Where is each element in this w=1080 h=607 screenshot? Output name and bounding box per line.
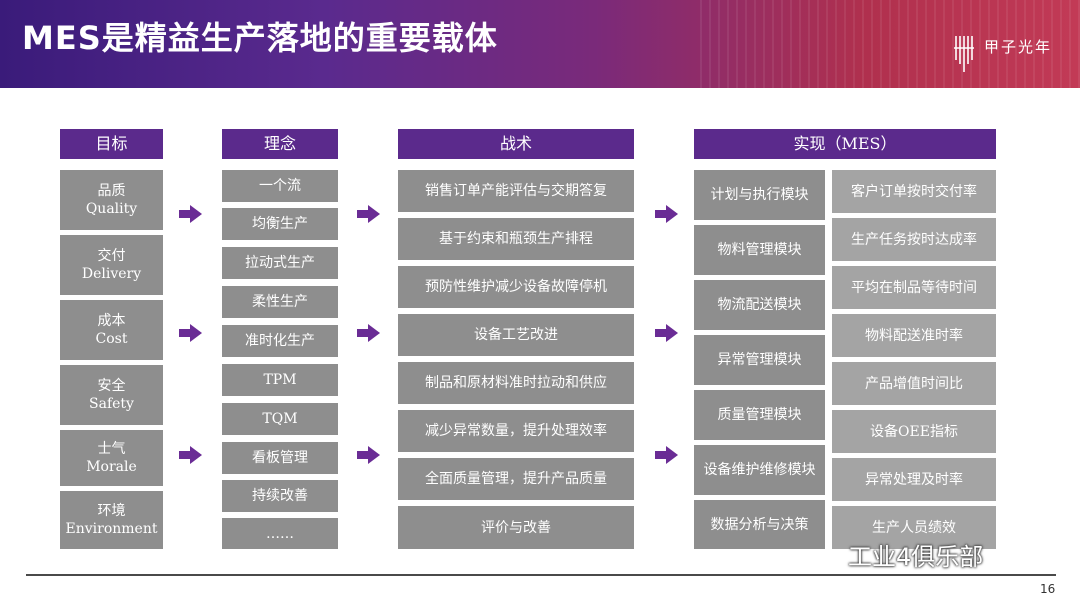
brand-logo-text: 甲子光年	[984, 38, 1053, 56]
banner-decoration	[700, 0, 1080, 88]
concept-item: 一个流	[222, 170, 338, 202]
mes-metric-item: 设备OEE指标	[832, 410, 996, 453]
concept-item: ……	[222, 518, 338, 549]
mes-module-item: 设备维护维修模块	[694, 445, 825, 495]
mes-metric-item: 产品增值时间比	[832, 362, 996, 405]
concept-item: 拉动式生产	[222, 247, 338, 279]
concept-item: 柔性生产	[222, 286, 338, 318]
watermark-text: 工业4俱乐部	[848, 543, 984, 571]
mes-metric-item: 生产人员绩效	[832, 506, 996, 549]
tactic-item: 预防性维护减少设备故障停机	[398, 266, 634, 308]
goals-header: 目标	[60, 129, 163, 159]
brand-logo: 甲子光年	[954, 34, 1064, 74]
mes-module-item: 计划与执行模块	[694, 170, 825, 220]
mes-metric-item: 客户订单按时交付率	[832, 170, 996, 213]
tactics-header: 战术	[398, 129, 634, 159]
mes-module-item: 质量管理模块	[694, 390, 825, 440]
tactic-item: 销售订单产能评估与交期答复	[398, 170, 634, 212]
concepts-header: 理念	[222, 129, 338, 159]
header-banner: MES是精益生产落地的重要载体 甲子光年	[0, 0, 1080, 88]
concepts-column: 理念 一个流 均衡生产 拉动式生产 柔性生产 准时化生产 TPM TQM 看板管…	[222, 129, 338, 549]
realization-column: 实现（MES） 计划与执行模块 物料管理模块 物流配送模块 异常管理模块 质量管…	[694, 129, 996, 549]
concept-item: TPM	[222, 364, 338, 396]
mes-module-item: 数据分析与决策	[694, 500, 825, 549]
mes-metric-item: 物料配送准时率	[832, 314, 996, 357]
mes-module-item: 物料管理模块	[694, 225, 825, 275]
tactic-item: 全面质量管理，提升产品质量	[398, 458, 634, 500]
page-title: MES是精益生产落地的重要载体	[22, 19, 498, 57]
tactic-item: 评价与改善	[398, 506, 634, 549]
mes-metric-item: 生产任务按时达成率	[832, 218, 996, 261]
tactic-item: 减少异常数量，提升处理效率	[398, 410, 634, 452]
concept-item: 看板管理	[222, 442, 338, 474]
brand-logo-icon	[954, 36, 974, 72]
mes-module-item: 异常管理模块	[694, 335, 825, 385]
concept-item: TQM	[222, 403, 338, 435]
mes-module-item: 物流配送模块	[694, 280, 825, 330]
page-number: 16	[1040, 582, 1056, 596]
tactic-item: 制品和原材料准时拉动和供应	[398, 362, 634, 404]
tactics-column: 战术 销售订单产能评估与交期答复 基于约束和瓶颈生产排程 预防性维护减少设备故障…	[398, 129, 634, 549]
mes-metric-item: 异常处理及时率	[832, 458, 996, 501]
mes-metric-item: 平均在制品等待时间	[832, 266, 996, 309]
concept-item: 持续改善	[222, 480, 338, 512]
concept-item: 均衡生产	[222, 208, 338, 240]
tactic-item: 基于约束和瓶颈生产排程	[398, 218, 634, 260]
concept-item: 准时化生产	[222, 325, 338, 357]
tactic-item: 设备工艺改进	[398, 314, 634, 356]
footer-divider	[26, 574, 1056, 576]
realization-header: 实现（MES）	[694, 129, 996, 159]
